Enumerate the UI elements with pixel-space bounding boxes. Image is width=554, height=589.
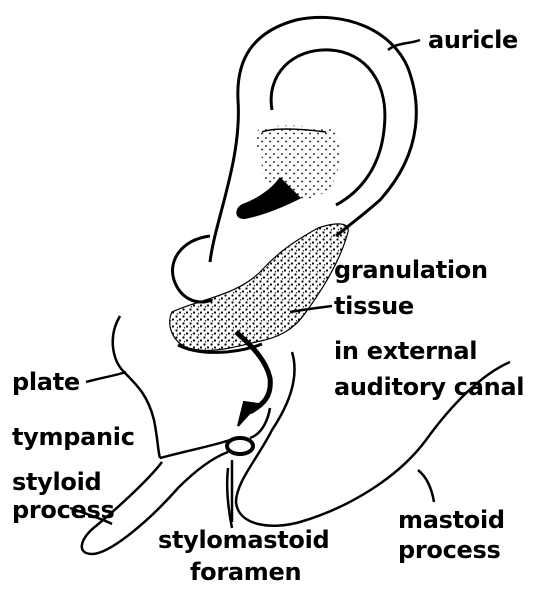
label-in-external: in external	[334, 338, 477, 364]
label-auditory-canal: auditory canal	[334, 374, 524, 400]
lobule	[173, 236, 213, 302]
label-auricle: auricle	[428, 27, 518, 53]
label-mastoid: mastoid	[398, 507, 505, 533]
label-process-styloid: process	[12, 497, 114, 523]
concha	[256, 126, 340, 200]
label-styloid: styloid	[12, 469, 101, 495]
label-stylomastoid: stylomastoid	[158, 527, 329, 553]
label-plate: plate	[12, 369, 80, 395]
granulation-tissue	[170, 224, 348, 351]
label-foramen: foramen	[190, 559, 301, 585]
label-process-mastoid: process	[398, 537, 500, 563]
label-tissue: tissue	[334, 293, 414, 319]
leader-plate	[86, 372, 126, 382]
label-granulation: granulation	[334, 257, 488, 283]
stylomastoid-foramen	[227, 438, 253, 454]
label-tympanic: tympanic	[12, 424, 135, 450]
leader-mastoid	[418, 470, 434, 502]
arrowhead	[238, 402, 258, 426]
